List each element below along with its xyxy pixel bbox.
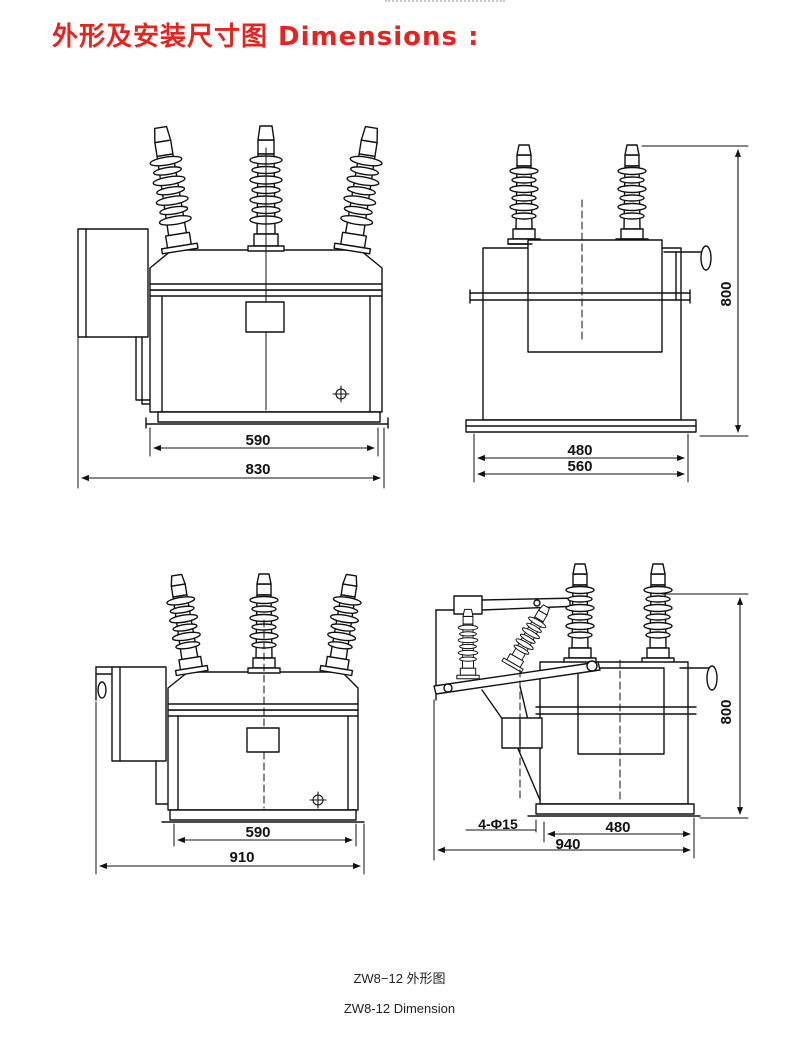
front-bottom-dim-590: 590 <box>245 824 270 841</box>
side-bottom-hole-label: 4-Φ15 <box>478 816 518 832</box>
side-top-dim-480: 480 <box>567 442 592 459</box>
top-decorative-line <box>385 0 505 4</box>
caption-english: ZW8-12 Dimension <box>343 1001 456 1016</box>
side-bottom-dim-480: 480 <box>605 819 630 836</box>
front-bottom-dim-910: 910 <box>229 849 254 866</box>
side-view-top <box>465 144 749 483</box>
front-top-dim-830: 830 <box>245 461 270 478</box>
side-view-bottom <box>433 563 749 861</box>
side-bottom-dim-940: 940 <box>555 836 580 853</box>
front-top-dim-590: 590 <box>245 432 270 449</box>
caption-chinese: ZW8−12 外形图 <box>353 971 446 986</box>
side-bottom-dim-800: 800 <box>718 699 735 724</box>
front-view-top <box>77 124 390 489</box>
front-view-bottom <box>95 572 368 875</box>
page-title: 外形及安装尺寸图 Dimensions : <box>52 22 480 52</box>
side-top-dim-560: 560 <box>567 458 592 475</box>
side-top-dim-800: 800 <box>718 281 735 306</box>
